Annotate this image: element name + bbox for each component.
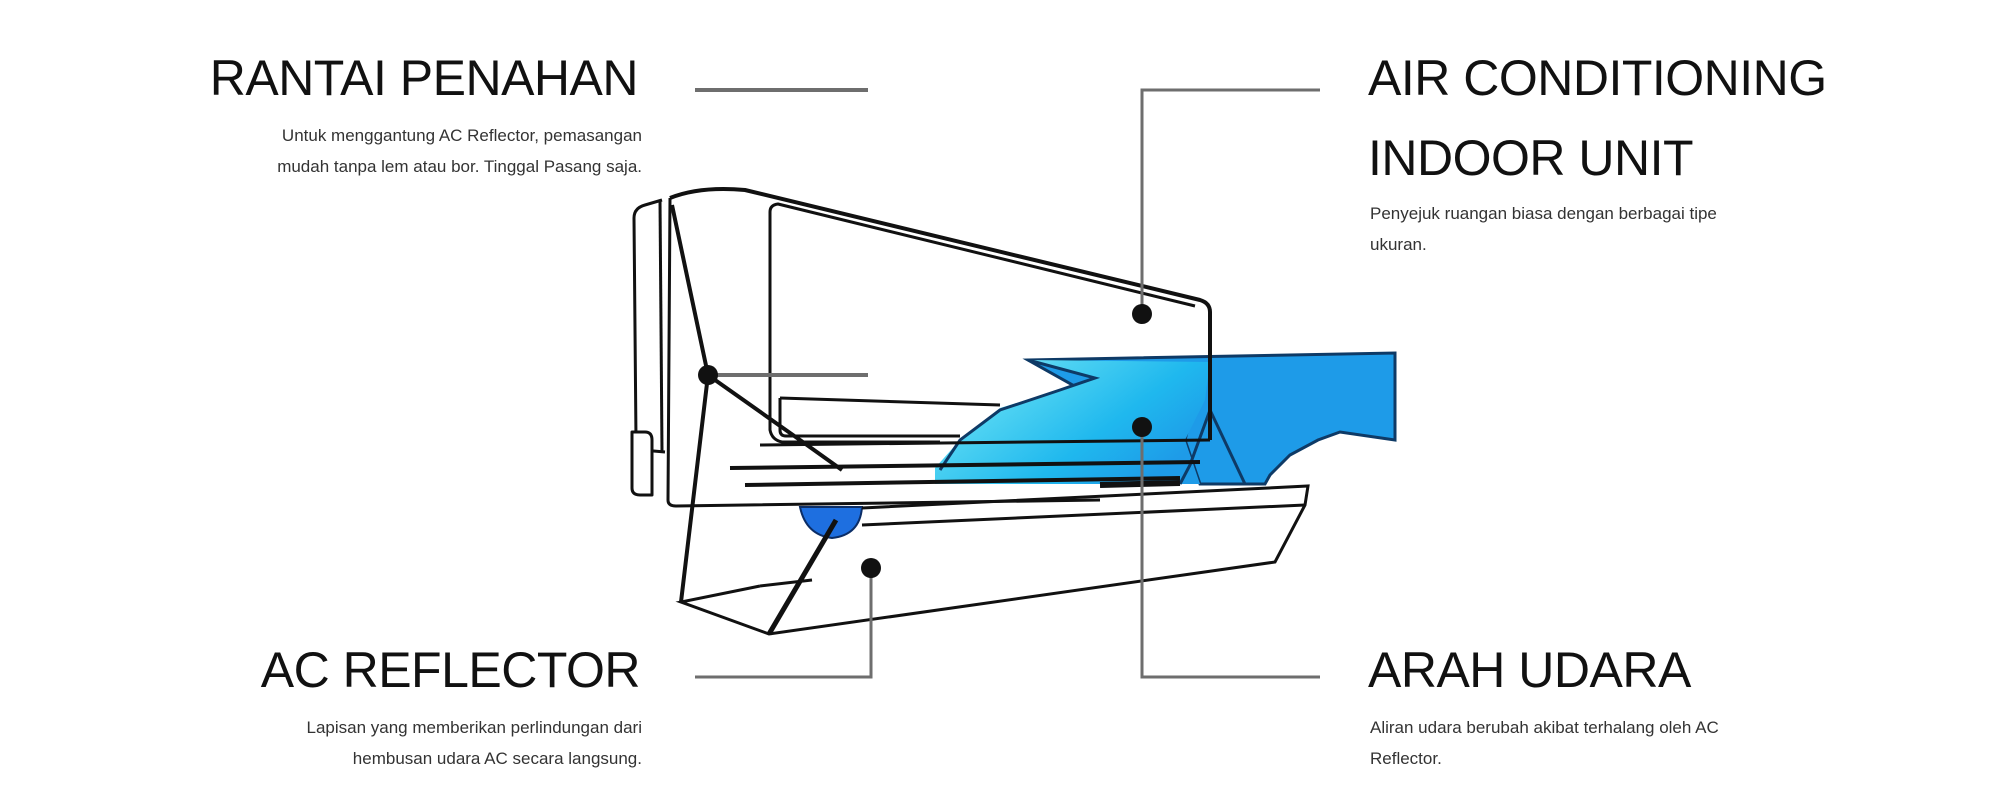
callout-dots	[698, 304, 1152, 578]
leader-airflow	[1140, 427, 1320, 679]
label-desc-rantai-penahan: Untuk menggantung AC Reflector, pemasang…	[277, 120, 642, 182]
desc-line: hembusan udara AC secara langsung.	[352, 749, 642, 768]
desc-line: Reflector.	[1370, 749, 1442, 768]
label-title-rantai-penahan: RANTAI PENAHAN	[209, 50, 639, 106]
ac-reflector-plate	[675, 484, 1310, 636]
desc-line: mudah tanpa lem atau bor. Tinggal Pasang…	[277, 157, 642, 176]
label-title-ac-reflector: AC REFLECTOR	[260, 642, 641, 698]
desc-line: Lapisan yang memberikan perlindungan dar…	[306, 718, 643, 737]
label-desc-air-conditioning: Penyejuk ruangan biasa dengan berbagai t…	[1370, 198, 1717, 260]
label-title-arah-udara: ARAH UDARA	[1368, 642, 1691, 698]
desc-line: Penyejuk ruangan biasa dengan berbagai t…	[1370, 204, 1717, 223]
label-desc-ac-reflector: Lapisan yang memberikan perlindungan dar…	[307, 712, 643, 774]
dot-reflector	[861, 558, 881, 578]
reflector-drip-icon	[798, 506, 864, 540]
desc-line: ukuran.	[1370, 235, 1427, 254]
dot-chain	[698, 365, 718, 385]
leader-ac-unit	[1140, 88, 1320, 313]
label-title-air-conditioning: AIR CONDITIONING	[1368, 50, 1827, 106]
label-desc-arah-udara: Aliran udara berubah akibat terhalang ol…	[1370, 712, 1719, 774]
label-title-indoor-unit: INDOOR UNIT	[1368, 130, 1694, 186]
leader-reflector	[695, 568, 873, 679]
dot-airflow	[1132, 417, 1152, 437]
dot-ac-unit	[1132, 304, 1152, 324]
desc-line: Untuk menggantung AC Reflector, pemasang…	[281, 126, 642, 145]
desc-line: Aliran udara berubah akibat terhalang ol…	[1370, 718, 1719, 737]
holding-chain	[670, 204, 844, 636]
leader-lines	[695, 88, 1320, 679]
ac-indoor-unit	[630, 187, 1212, 508]
